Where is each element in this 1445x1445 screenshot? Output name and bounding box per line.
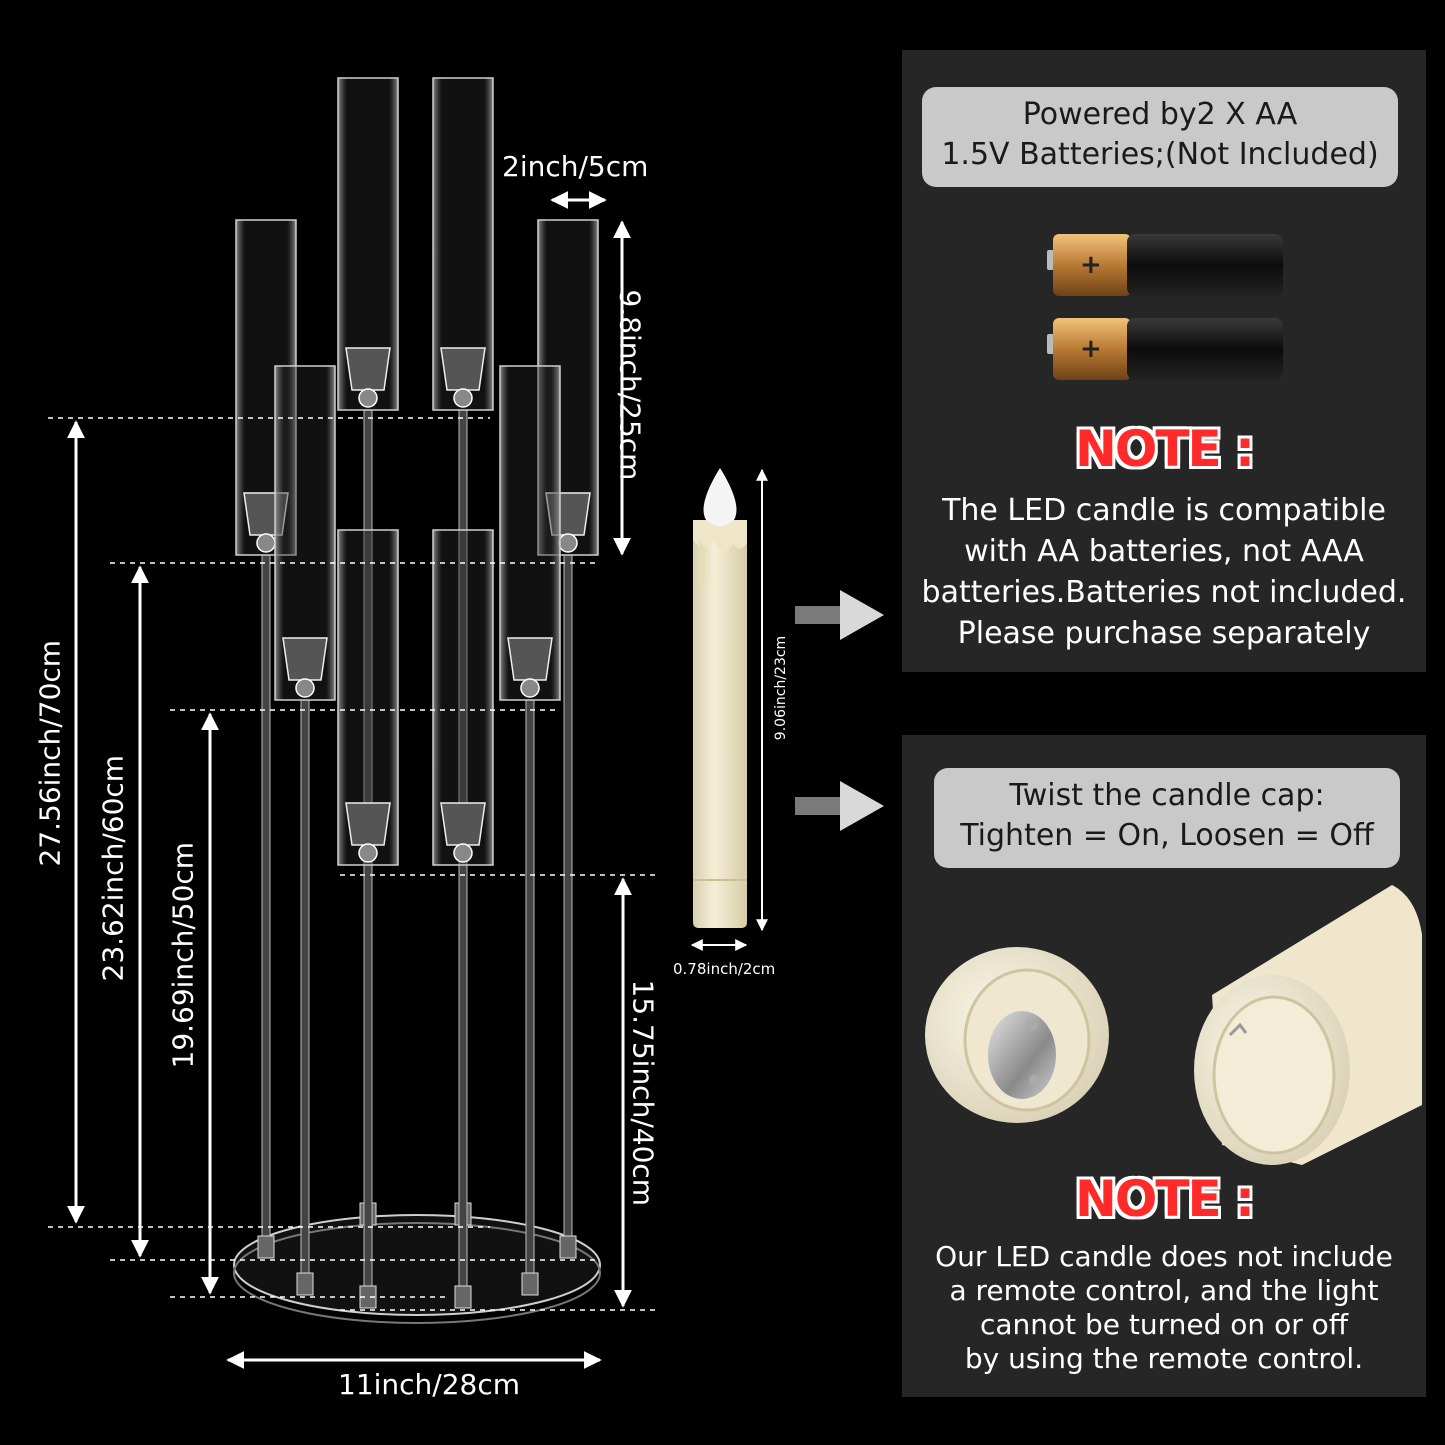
battery-plus-symbol: +	[1080, 334, 1102, 364]
cap-note-text: Our LED candle does not include a remote…	[902, 1240, 1426, 1376]
aa-batteries	[1047, 234, 1283, 380]
note-line: a remote control, and the light	[949, 1274, 1379, 1307]
battery-pill-line1: Powered by2 X AA	[1022, 97, 1298, 132]
candle-height-label: 9.06inch/23cm	[773, 635, 789, 741]
battery-info-panel: Powered by2 X AA 1.5V Batteries;(Not Inc…	[902, 50, 1426, 672]
candle-cap-image	[925, 947, 1109, 1123]
arrow-to-battery-panel	[795, 590, 884, 640]
note-line: by using the remote control.	[964, 1342, 1364, 1375]
battery-requirement-pill: Powered by2 X AA 1.5V Batteries;(Not Inc…	[922, 87, 1398, 187]
battery-note-text: The LED candle is compatible with AA bat…	[902, 490, 1426, 654]
candle-cap-photos	[925, 885, 1422, 1165]
candle-holder-arm	[432, 529, 494, 1309]
tube-height-label: 9.8inch/25cm	[613, 289, 647, 481]
total-height-label: 27.56inch/70cm	[33, 639, 67, 867]
base-width-label: 11inch/28cm	[338, 1368, 521, 1401]
candelabra-diagram	[48, 77, 884, 1369]
level-guides	[48, 417, 655, 1311]
battery-icon	[1047, 318, 1283, 380]
cap-note-title: NOTE :	[1074, 1170, 1255, 1228]
battery-note-title: NOTE :	[1074, 420, 1255, 478]
candle-holder-arm	[499, 365, 561, 1296]
led-taper-candle	[693, 468, 747, 928]
cap-pill-line2: Tighten = On, Loosen = Off	[960, 818, 1374, 853]
note-line: Please purchase separately	[957, 616, 1371, 651]
acrylic-base	[233, 1214, 601, 1324]
candle-cap-panel: Twist the candle cap: Tighten = On, Loos…	[902, 735, 1426, 1397]
dimension-arrows	[67, 191, 768, 1369]
tier2-height-label: 23.62inch/60cm	[96, 754, 130, 982]
candle-body-image	[1194, 885, 1422, 1165]
note-line: The LED candle is compatible	[942, 493, 1386, 528]
candle-width-label: 0.78inch/2cm	[673, 960, 776, 978]
candle-holder-arm	[337, 529, 399, 1309]
cap-pill-line1: Twist the candle cap:	[1009, 778, 1325, 813]
tier4-height-label: 15.75inch/40cm	[626, 979, 660, 1207]
note-line: cannot be turned on or off	[979, 1308, 1349, 1341]
battery-pill-line2: 1.5V Batteries;(Not Included)	[941, 137, 1379, 172]
battery-plus-symbol: +	[1080, 250, 1102, 280]
top-width-label: 2inch/5cm	[502, 150, 649, 183]
note-line: batteries.Batteries not included.	[921, 575, 1407, 610]
note-line: Our LED candle does not include	[935, 1240, 1393, 1273]
arrow-to-cap-panel	[795, 781, 884, 831]
candle-arms	[235, 77, 599, 1309]
tier3-height-label: 19.69inch/50cm	[166, 841, 200, 1069]
note-line: with AA batteries, not AAA	[964, 534, 1364, 569]
candle-holder-arm	[274, 365, 336, 1296]
twist-cap-pill: Twist the candle cap: Tighten = On, Loos…	[934, 768, 1400, 868]
battery-icon	[1047, 234, 1283, 296]
